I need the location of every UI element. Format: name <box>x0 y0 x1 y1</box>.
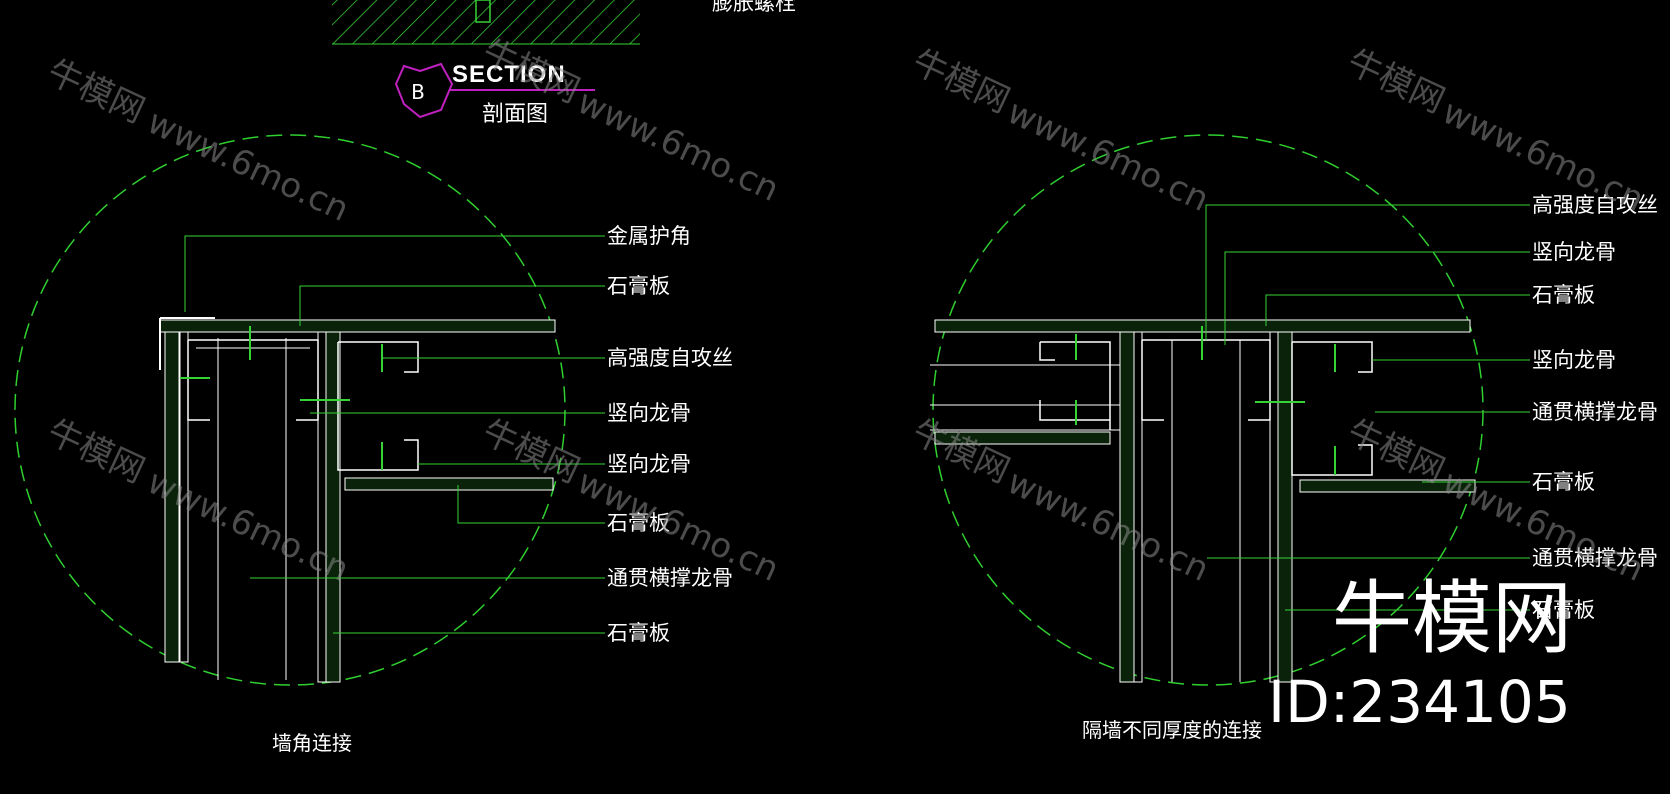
left-label-gypsum-board-1: 石膏板 <box>607 274 670 298</box>
watermark-brand: 牛模网 <box>41 52 150 131</box>
left-detail <box>14 134 605 686</box>
expansion-bolt-label: 膨胀螺栓 <box>712 0 796 15</box>
watermark-brand: 牛模网 <box>1341 42 1450 121</box>
right-detail <box>930 134 1530 686</box>
watermark-layer: 牛模网 www.6mo.cn 牛模网 www.6mo.cn 牛模网 www.6m… <box>41 32 1650 590</box>
right-label-cross-brace-2: 通贯横撑龙骨 <box>1532 546 1658 570</box>
watermark-brand: 牛模网 <box>906 42 1015 121</box>
brand-logo-text: 牛模网 <box>1332 572 1572 665</box>
left-label-gypsum-board-2: 石膏板 <box>607 511 670 535</box>
left-label-gypsum-board-3: 石膏板 <box>607 621 670 645</box>
left-detail-caption: 墙角连接 <box>272 731 352 755</box>
left-label-vertical-stud-2: 竖向龙骨 <box>607 452 691 476</box>
right-label-cross-brace-1: 通贯横撑龙骨 <box>1532 400 1658 424</box>
left-detail-boundary <box>14 134 566 686</box>
top-hatch-block <box>332 0 640 45</box>
right-label-gypsum-board-1: 石膏板 <box>1532 283 1595 307</box>
left-label-self-tapping-screw: 高强度自攻丝 <box>607 346 733 370</box>
right-detail-boundary <box>932 134 1484 686</box>
section-marker: B <box>394 62 595 119</box>
watermark-brand: 牛模网 <box>41 412 150 491</box>
right-label-gypsum-board-2: 石膏板 <box>1532 470 1595 494</box>
right-label-self-tapping-screw: 高强度自攻丝 <box>1532 193 1658 217</box>
section-subtitle: 剖面图 <box>482 102 548 127</box>
section-marker-letter: B <box>411 80 425 104</box>
right-detail-caption: 隔墙不同厚度的连接 <box>1082 718 1262 742</box>
right-label-gypsum-board-3: 石膏板 <box>1532 598 1595 622</box>
left-label-vertical-stud-1: 竖向龙骨 <box>607 401 691 425</box>
section-title: SECTION <box>452 61 566 88</box>
left-label-metal-corner: 金属护角 <box>607 224 691 248</box>
right-label-vertical-stud-2: 竖向龙骨 <box>1532 348 1616 372</box>
left-label-cross-brace: 通贯横撑龙骨 <box>607 566 733 590</box>
right-label-vertical-stud-1: 竖向龙骨 <box>1532 240 1616 264</box>
watermark-url: www.6mo.cn <box>141 102 355 230</box>
watermark-url: www.6mo.cn <box>1001 462 1215 590</box>
watermark-url: www.6mo.cn <box>571 82 785 210</box>
watermark-brand: 牛模网 <box>906 412 1015 491</box>
watermark-brand: 牛模网 <box>1341 412 1450 491</box>
watermark-url: www.6mo.cn <box>1001 92 1215 220</box>
asset-id-text: ID:234105 <box>1268 668 1571 736</box>
